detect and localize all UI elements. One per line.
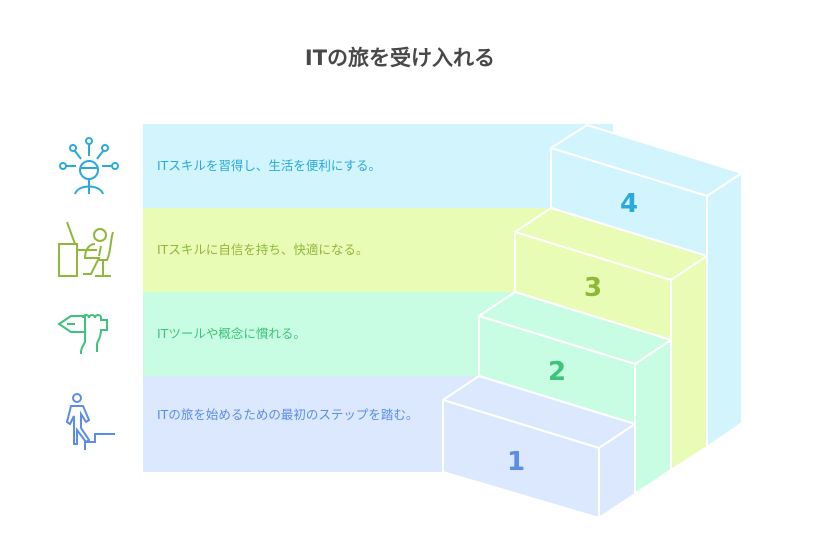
diagram-title: ITの旅を受け入れる (304, 46, 496, 70)
step-1-front (442, 399, 600, 519)
step-4-side (706, 172, 743, 448)
step-4-text: ITスキルを習得し、生活を便利にする。 (157, 158, 381, 173)
band-step-4 (143, 124, 613, 208)
step-1-number: 1 (507, 447, 525, 477)
step-2-number: 2 (548, 357, 566, 387)
step-3-side (670, 255, 708, 471)
person-climbing-stairs-icon (65, 393, 115, 450)
step-4-number: 4 (620, 189, 638, 219)
person-network-icon (59, 137, 119, 195)
step-2-side (634, 339, 672, 495)
step-1-text: ITの旅を始めるための最初のステップを踏む。 (157, 407, 419, 422)
step-3-number: 3 (584, 273, 602, 303)
person-at-desk-icon (58, 221, 114, 277)
hand-holding-pen-icon (57, 314, 108, 354)
step-2-text: ITツールや概念に慣れる。 (157, 326, 306, 341)
step-3-text: ITスキルに自信を持ち、快適になる。 (157, 242, 369, 257)
